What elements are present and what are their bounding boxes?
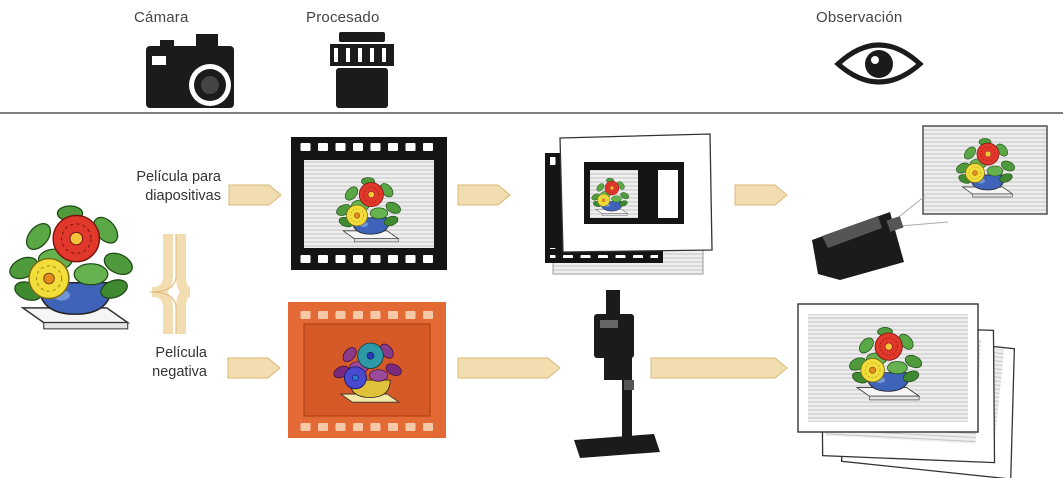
camera-header-label: Cámara xyxy=(134,9,189,26)
projection-screen xyxy=(922,125,1048,215)
flow-arrow xyxy=(228,184,282,206)
mounted-slide xyxy=(545,133,713,275)
film-canister-icon xyxy=(330,32,394,108)
branch-brace xyxy=(149,234,191,334)
negative-film-label: Película negativa xyxy=(110,344,207,382)
flow-arrow-long xyxy=(650,357,788,379)
flow-arrow xyxy=(734,184,788,206)
photo-prints xyxy=(797,303,1016,478)
flower-pot-icon xyxy=(5,205,137,330)
slide-film-label: Película para diapositivas xyxy=(95,168,221,206)
eye-icon xyxy=(834,42,924,85)
slide-film-strip xyxy=(291,137,447,270)
viewing-header-label: Observación xyxy=(816,9,903,26)
flow-arrow xyxy=(457,184,511,206)
enlarger-icon xyxy=(574,290,660,458)
negative-film-label-line2: negativa xyxy=(152,364,207,380)
processing-header-label: Procesado xyxy=(306,9,380,26)
slide-projector-icon xyxy=(812,212,904,280)
flow-arrow-long xyxy=(457,357,561,379)
camera-icon xyxy=(146,34,234,108)
flow-arrow xyxy=(227,357,281,379)
slide-film-label-line2: diapositivas xyxy=(145,188,221,204)
projection-beam xyxy=(899,195,926,217)
negative-film-strip xyxy=(288,302,446,438)
projection-beam xyxy=(899,221,949,227)
slide-film-label-line1: Película para xyxy=(136,169,221,185)
negative-film-label-line1: Película xyxy=(155,345,207,361)
